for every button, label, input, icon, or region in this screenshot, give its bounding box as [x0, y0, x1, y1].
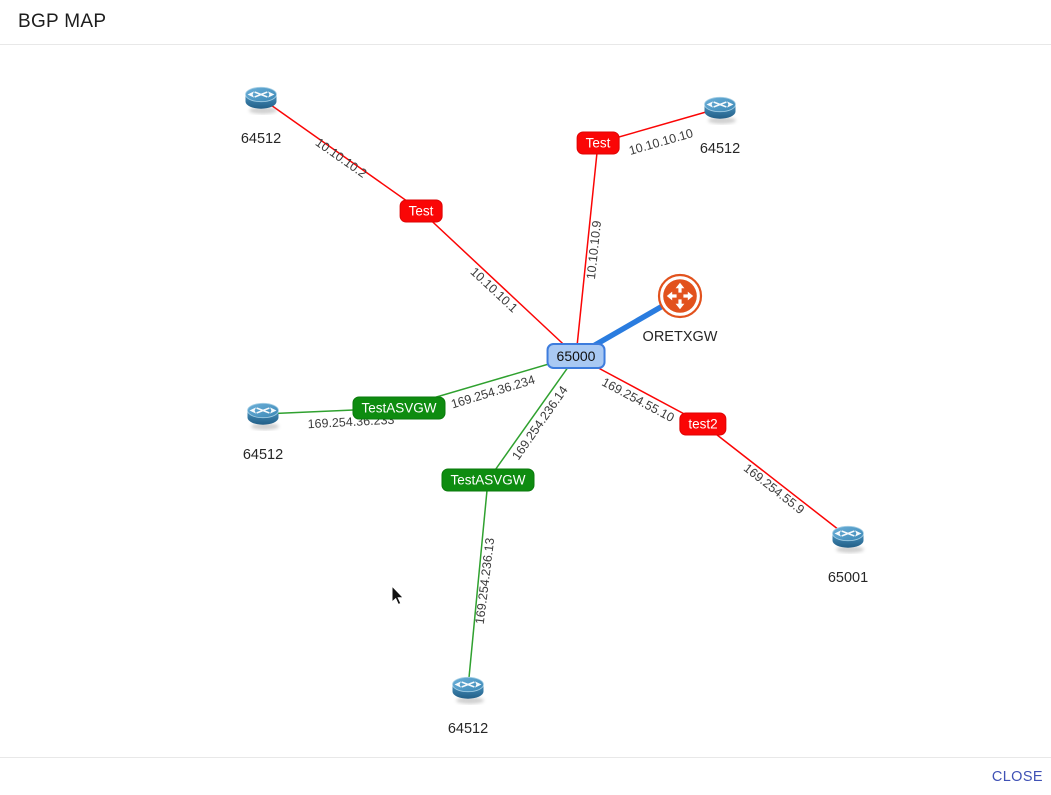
- peer-badge-test[interactable]: Test: [399, 199, 443, 223]
- peer-badge-test2[interactable]: test2: [679, 412, 727, 436]
- node-label: 65001: [827, 570, 869, 586]
- router-node-64512[interactable]: [241, 81, 281, 115]
- router-node-65001[interactable]: [828, 520, 868, 554]
- mouse-cursor-icon: [391, 584, 405, 606]
- dialog-header: BGP MAP: [0, 0, 1051, 45]
- bgp-edge-red: [702, 423, 849, 538]
- bgp-edge-green: [487, 355, 577, 481]
- as-node-65000[interactable]: 65000: [546, 343, 606, 369]
- node-label: ORETXGW: [642, 329, 718, 345]
- bgp-edge-red: [420, 210, 577, 357]
- router-node-64512[interactable]: [243, 397, 283, 431]
- bgp-edge-red: [575, 142, 599, 357]
- node-label: 64512: [447, 721, 489, 737]
- gateway-node-oretxgw[interactable]: [657, 273, 703, 319]
- router-node-64512[interactable]: [448, 671, 488, 705]
- bgp-edge-green: [467, 479, 489, 689]
- dialog-footer: CLOSE: [0, 757, 1051, 795]
- peer-badge-testasvgw[interactable]: TestASVGW: [352, 396, 446, 420]
- router-icon: [704, 96, 736, 124]
- router-icon: [452, 676, 484, 704]
- router-node-64512[interactable]: [700, 91, 740, 125]
- gateway-icon: [657, 273, 703, 319]
- peer-badge-testasvgw[interactable]: TestASVGW: [441, 468, 535, 492]
- router-icon: [247, 402, 279, 430]
- router-icon: [245, 86, 277, 114]
- node-label: 64512: [242, 447, 284, 463]
- peer-badge-test[interactable]: Test: [576, 131, 620, 155]
- close-button[interactable]: CLOSE: [992, 763, 1043, 791]
- node-label: 64512: [699, 141, 741, 157]
- node-label: 64512: [240, 131, 282, 147]
- bgp-edge-red: [260, 97, 422, 212]
- router-icon: [832, 525, 864, 553]
- page-title: BGP MAP: [18, 11, 107, 32]
